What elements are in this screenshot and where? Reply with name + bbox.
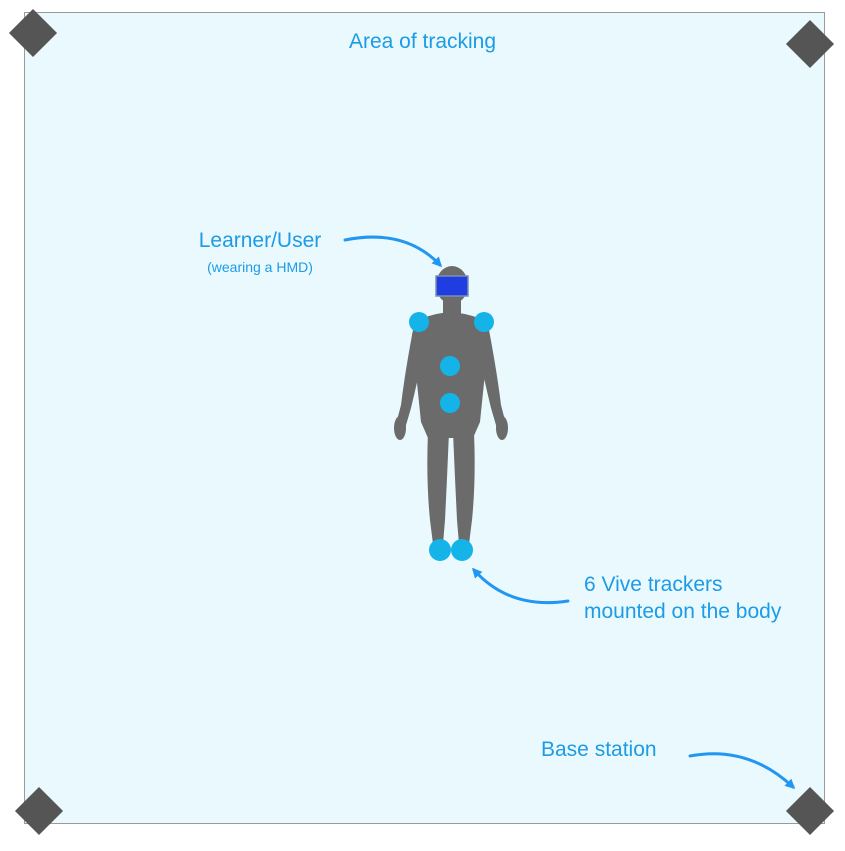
learner-label: Learner/User bbox=[120, 229, 400, 253]
tracker-right-shoulder bbox=[474, 312, 494, 332]
base-station-label: Base station bbox=[541, 738, 657, 762]
tracker-left-foot bbox=[429, 539, 451, 561]
learner-sublabel: (wearing a HMD) bbox=[120, 259, 400, 275]
tracker-left-shoulder bbox=[409, 312, 429, 332]
tracker-chest bbox=[440, 356, 460, 376]
trackers-label-line2: mounted on the body bbox=[584, 600, 781, 624]
tracker-right-foot bbox=[451, 539, 473, 561]
neck bbox=[443, 297, 461, 314]
area-of-tracking-label: Area of tracking bbox=[0, 30, 845, 54]
trackers-label-line1: 6 Vive trackers bbox=[584, 573, 723, 597]
left-hand bbox=[394, 416, 406, 440]
tracker-waist bbox=[440, 393, 460, 413]
right-hand bbox=[496, 416, 508, 440]
hmd-headset bbox=[436, 276, 468, 296]
